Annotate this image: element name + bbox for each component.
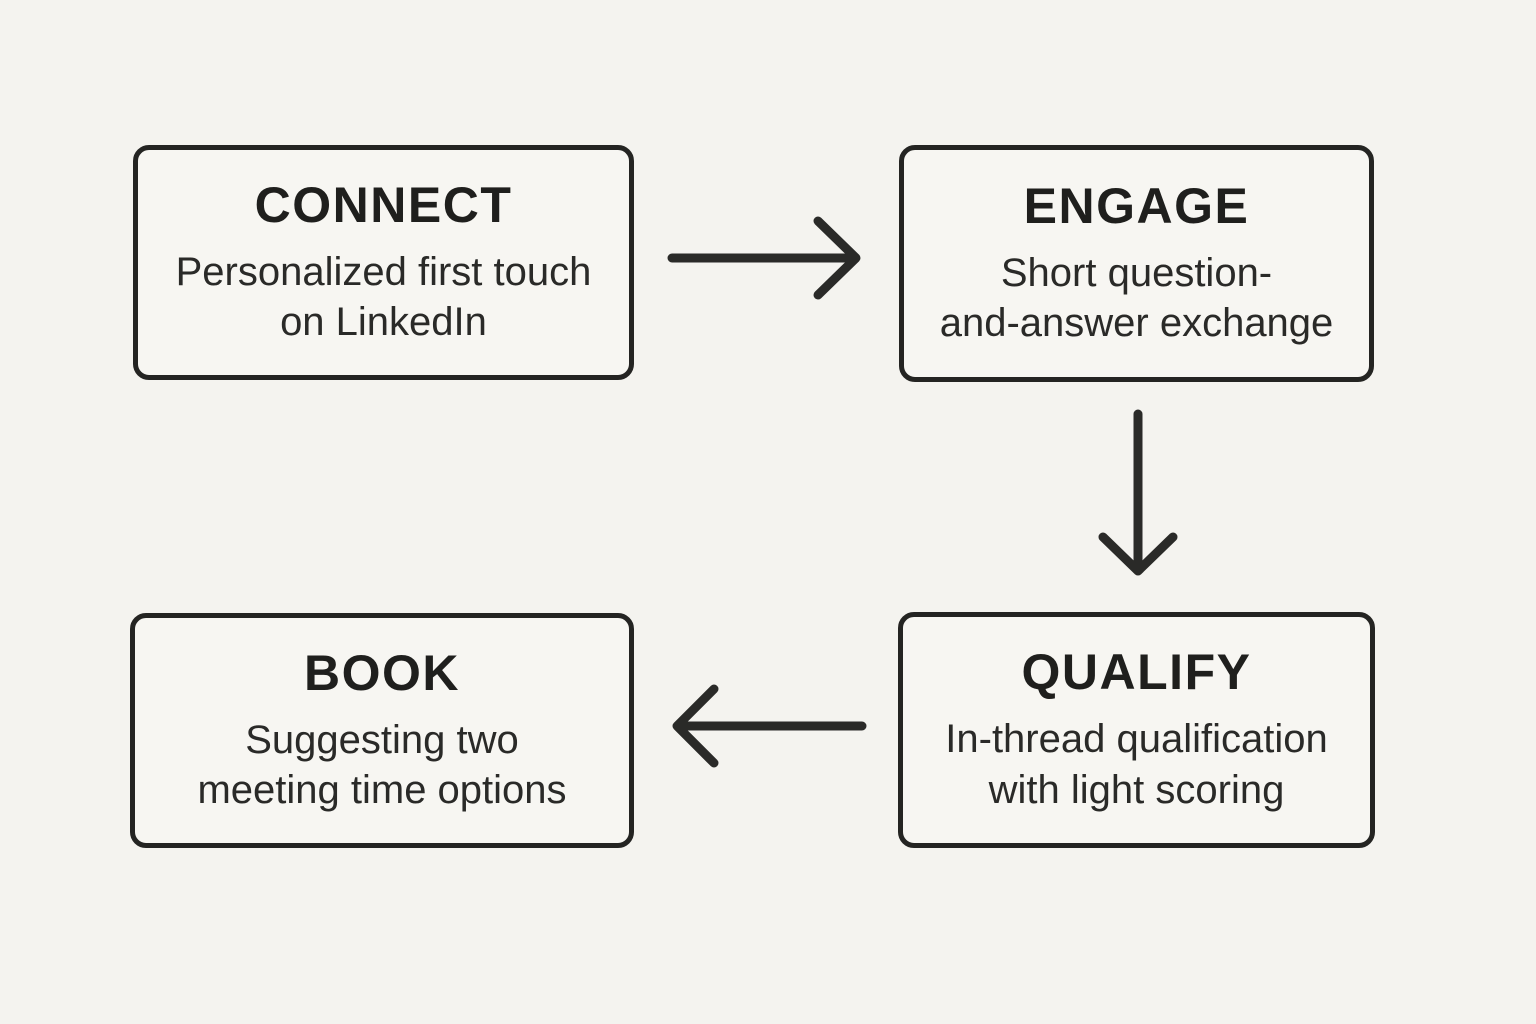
node-book-title: BOOK <box>304 644 460 701</box>
node-qualify-title: QUALIFY <box>1021 644 1252 701</box>
node-engage: ENGAGE Short question- and-answer exchan… <box>899 145 1374 382</box>
node-qualify-desc-line2: with light scoring <box>988 767 1285 812</box>
arrow-qualify-to-book-icon <box>672 684 867 768</box>
node-engage-desc-line2: and-answer exchange <box>939 301 1334 345</box>
node-connect-desc-line1: Personalized first touch <box>175 249 592 294</box>
node-engage-description: Short question- and-answer exchange <box>940 248 1334 349</box>
arrow-connect-to-engage-icon <box>667 216 861 300</box>
node-qualify-desc-line1: In-thread qualification <box>945 717 1328 762</box>
node-connect-title: CONNECT <box>254 176 513 233</box>
node-engage-desc-line1: Short question- <box>1000 250 1273 295</box>
arrow-engage-to-qualify-icon <box>1098 409 1178 576</box>
node-connect: CONNECT Personalized first touch on Link… <box>133 145 634 380</box>
node-book-description: Suggesting two meeting time options <box>197 715 566 816</box>
node-engage-title: ENGAGE <box>1023 177 1250 234</box>
node-connect-desc-line2: on LinkedIn <box>280 300 487 344</box>
node-connect-description: Personalized first touch on LinkedIn <box>176 247 592 348</box>
node-book-desc-line1: Suggesting two <box>245 717 519 762</box>
node-book: BOOK Suggesting two meeting time options <box>130 613 634 848</box>
node-book-desc-line2: meeting time options <box>197 768 567 812</box>
node-qualify: QUALIFY In-thread qualification with lig… <box>898 612 1375 848</box>
node-qualify-description: In-thread qualification with light scori… <box>945 714 1327 815</box>
